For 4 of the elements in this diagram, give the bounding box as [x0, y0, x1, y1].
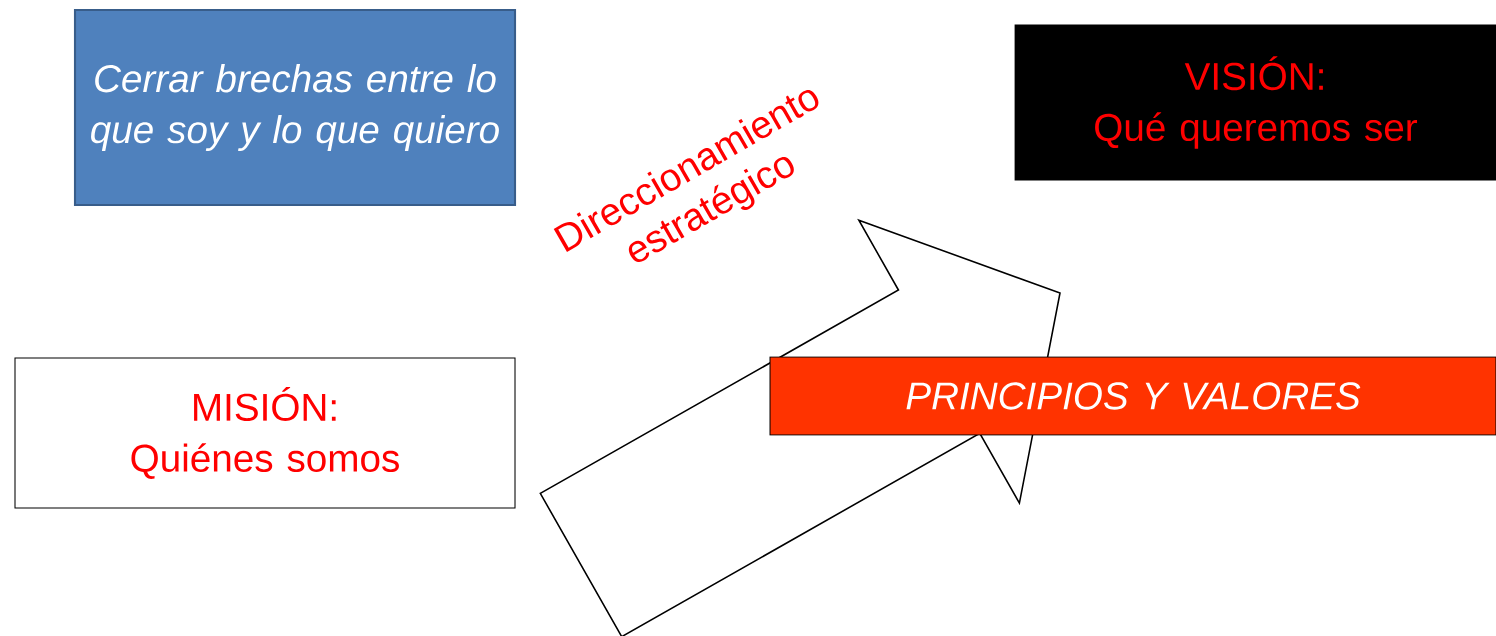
values-band: PRINCIPIOS Y VALORES	[769, 356, 1496, 436]
note-box: Cerrar brechas entre lo que soy y lo que quiero	[73, 8, 517, 207]
mission-box: MISIÓN: Quiénes somos	[14, 357, 516, 509]
vision-box: VISIÓN: Qué queremos ser	[1014, 24, 1496, 181]
